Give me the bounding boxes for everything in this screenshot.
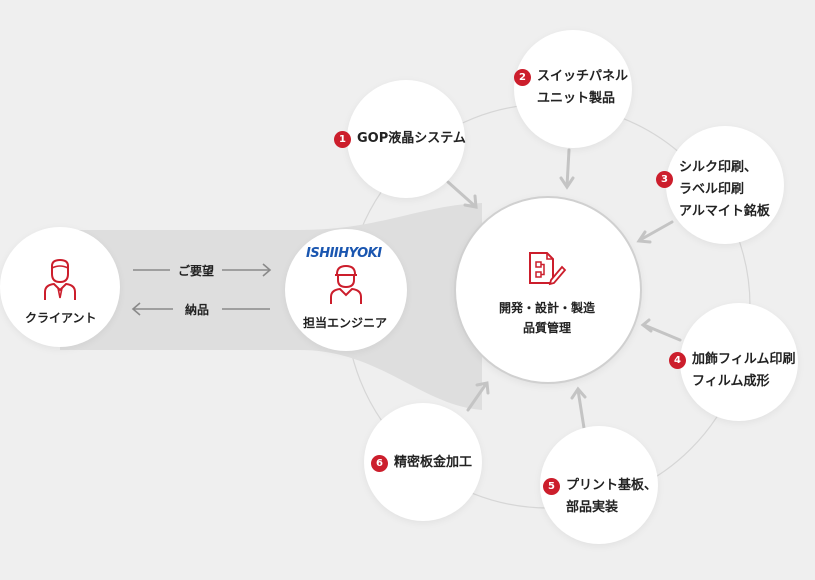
product-label-3: 3 シルク印刷、 ラベル印刷 アルマイト銘板	[656, 157, 770, 223]
product-label-line: 部品実装	[566, 500, 619, 515]
product-node-1	[347, 80, 465, 198]
number-badge: 5	[543, 478, 560, 495]
center-label: 開発・設計・製造 品質管理	[483, 298, 611, 338]
product-node-2	[514, 30, 632, 148]
product-label-5: 5 プリント基板、 部品実装	[543, 475, 657, 519]
engineer-node	[285, 229, 407, 351]
delivery-label: 納品	[185, 303, 210, 317]
product-label-2: 2 スイッチパネル ユニット製品	[514, 66, 628, 110]
client-node	[0, 227, 120, 347]
product-label-line: プリント基板、	[566, 478, 658, 493]
center-node	[454, 196, 642, 384]
number-badge: 6	[371, 455, 388, 472]
number-badge: 2	[514, 69, 531, 86]
request-label: ご要望	[178, 264, 215, 278]
product-node-4	[680, 303, 798, 421]
funnel-band	[60, 203, 482, 410]
product-label-line: 精密板金加工	[394, 455, 473, 470]
product-label-line: フィルム成形	[692, 374, 770, 389]
product-label-line: ラベル印刷	[679, 182, 745, 197]
product-node-3	[666, 126, 784, 244]
number-badge: 4	[669, 352, 686, 369]
document-edit-icon	[529, 252, 567, 286]
product-label-line: アルマイト銘板	[679, 204, 770, 219]
company-logo: ISHIIHYOKI	[306, 246, 382, 261]
product-label-4: 4 加飾フィルム印刷 フィルム成形	[669, 349, 795, 393]
product-label-line: シルク印刷、	[679, 160, 758, 175]
engineer-icon	[330, 264, 362, 304]
person-icon	[44, 258, 76, 300]
client-label: クライアント	[25, 311, 97, 325]
product-label-line: GOP液晶システム	[357, 131, 466, 146]
product-label-line: 加飾フィルム印刷	[692, 352, 796, 367]
arrows-to-center	[446, 148, 682, 430]
product-label-1: 1 GOP液晶システム	[334, 128, 466, 150]
center-label-line1: 開発・設計・製造	[498, 301, 595, 315]
engineer-label: 担当エンジニア	[303, 316, 388, 330]
product-label-line: スイッチパネル	[537, 69, 629, 84]
number-badge: 1	[334, 131, 351, 148]
product-label-line: ユニット製品	[537, 91, 616, 106]
center-label-line2: 品質管理	[522, 321, 571, 335]
number-badge: 3	[656, 171, 673, 188]
arrows-horizontal	[131, 263, 272, 316]
product-label-6: 6 精密板金加工	[371, 452, 472, 474]
